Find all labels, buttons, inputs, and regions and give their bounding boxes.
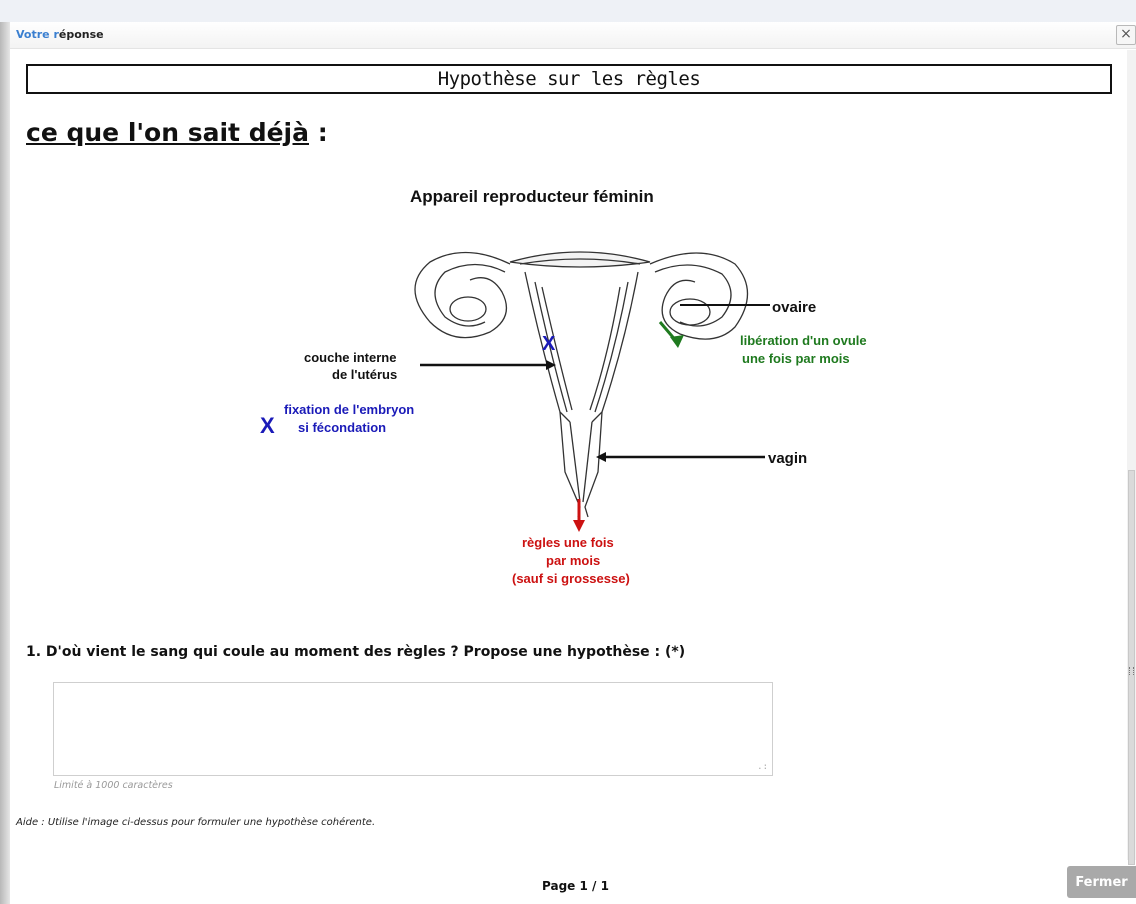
response-dialog: Votre réponse × Hypothèse sur les règles… bbox=[10, 22, 1136, 904]
regles-arrow-head bbox=[573, 520, 585, 532]
scrollbar-grip-icon bbox=[1129, 667, 1134, 675]
answer-textarea[interactable] bbox=[54, 683, 772, 775]
label-couche-2: de l'utérus bbox=[332, 367, 397, 382]
page-heading: Hypothèse sur les règles bbox=[26, 64, 1112, 94]
section-title: ce que l'on sait déjà : bbox=[26, 118, 328, 147]
background-page-strip bbox=[0, 0, 1136, 22]
section-title-text: ce que l'on sait déjà bbox=[26, 118, 309, 147]
section-title-suffix: : bbox=[309, 118, 328, 147]
help-text: Aide : Utilise l'image ci-dessus pour fo… bbox=[16, 817, 376, 828]
fixation-mark-legend: X bbox=[260, 413, 275, 438]
background-ghost-text bbox=[200, 0, 440, 14]
close-button[interactable]: Fermer bbox=[1067, 866, 1136, 898]
label-regles-2: par mois bbox=[546, 553, 600, 568]
label-vagin: vagin bbox=[768, 450, 807, 467]
label-fixation-2: si fécondation bbox=[298, 420, 386, 435]
scrollbar-thumb[interactable] bbox=[1128, 470, 1135, 865]
background-page-edge bbox=[0, 22, 10, 904]
label-liberation-1: libération d'un ovule bbox=[740, 333, 867, 348]
dialog-title-part1: Votre r bbox=[16, 28, 59, 41]
dialog-title-part2: éponse bbox=[58, 28, 104, 41]
uterus-drawing bbox=[414, 251, 748, 518]
label-regles-1: règles une fois bbox=[522, 535, 614, 550]
label-regles-3: (sauf si grossesse) bbox=[512, 571, 630, 586]
close-icon[interactable]: × bbox=[1116, 25, 1136, 45]
question-label: 1. D'où vient le sang qui coule au momen… bbox=[26, 644, 686, 660]
dialog-title: Votre réponse bbox=[16, 28, 104, 41]
fixation-mark-uterus: X bbox=[542, 333, 556, 355]
label-ovaire: ovaire bbox=[772, 299, 816, 316]
character-limit-hint: Limité à 1000 caractères bbox=[54, 780, 173, 791]
ovule-arrow-head bbox=[670, 335, 684, 348]
label-couche-1: couche interne bbox=[304, 350, 396, 365]
resize-grip-icon[interactable]: .: bbox=[757, 762, 768, 772]
diagram-title: Appareil reproducteur féminin bbox=[410, 187, 654, 206]
couche-pointer-head bbox=[546, 360, 556, 370]
reproductive-system-diagram: Appareil reproducteur féminin bbox=[260, 187, 867, 586]
vertical-scrollbar[interactable] bbox=[1127, 50, 1136, 865]
label-fixation-1: fixation de l'embryon bbox=[284, 402, 414, 417]
vagin-pointer-head bbox=[596, 452, 606, 462]
background-ghost-text bbox=[860, 0, 1000, 14]
label-liberation-2: une fois par mois bbox=[742, 351, 850, 366]
dialog-titlebar[interactable]: Votre réponse × bbox=[10, 22, 1136, 49]
page-indicator: Page 1 / 1 bbox=[542, 879, 609, 893]
answer-textarea-container: .: bbox=[53, 682, 773, 776]
